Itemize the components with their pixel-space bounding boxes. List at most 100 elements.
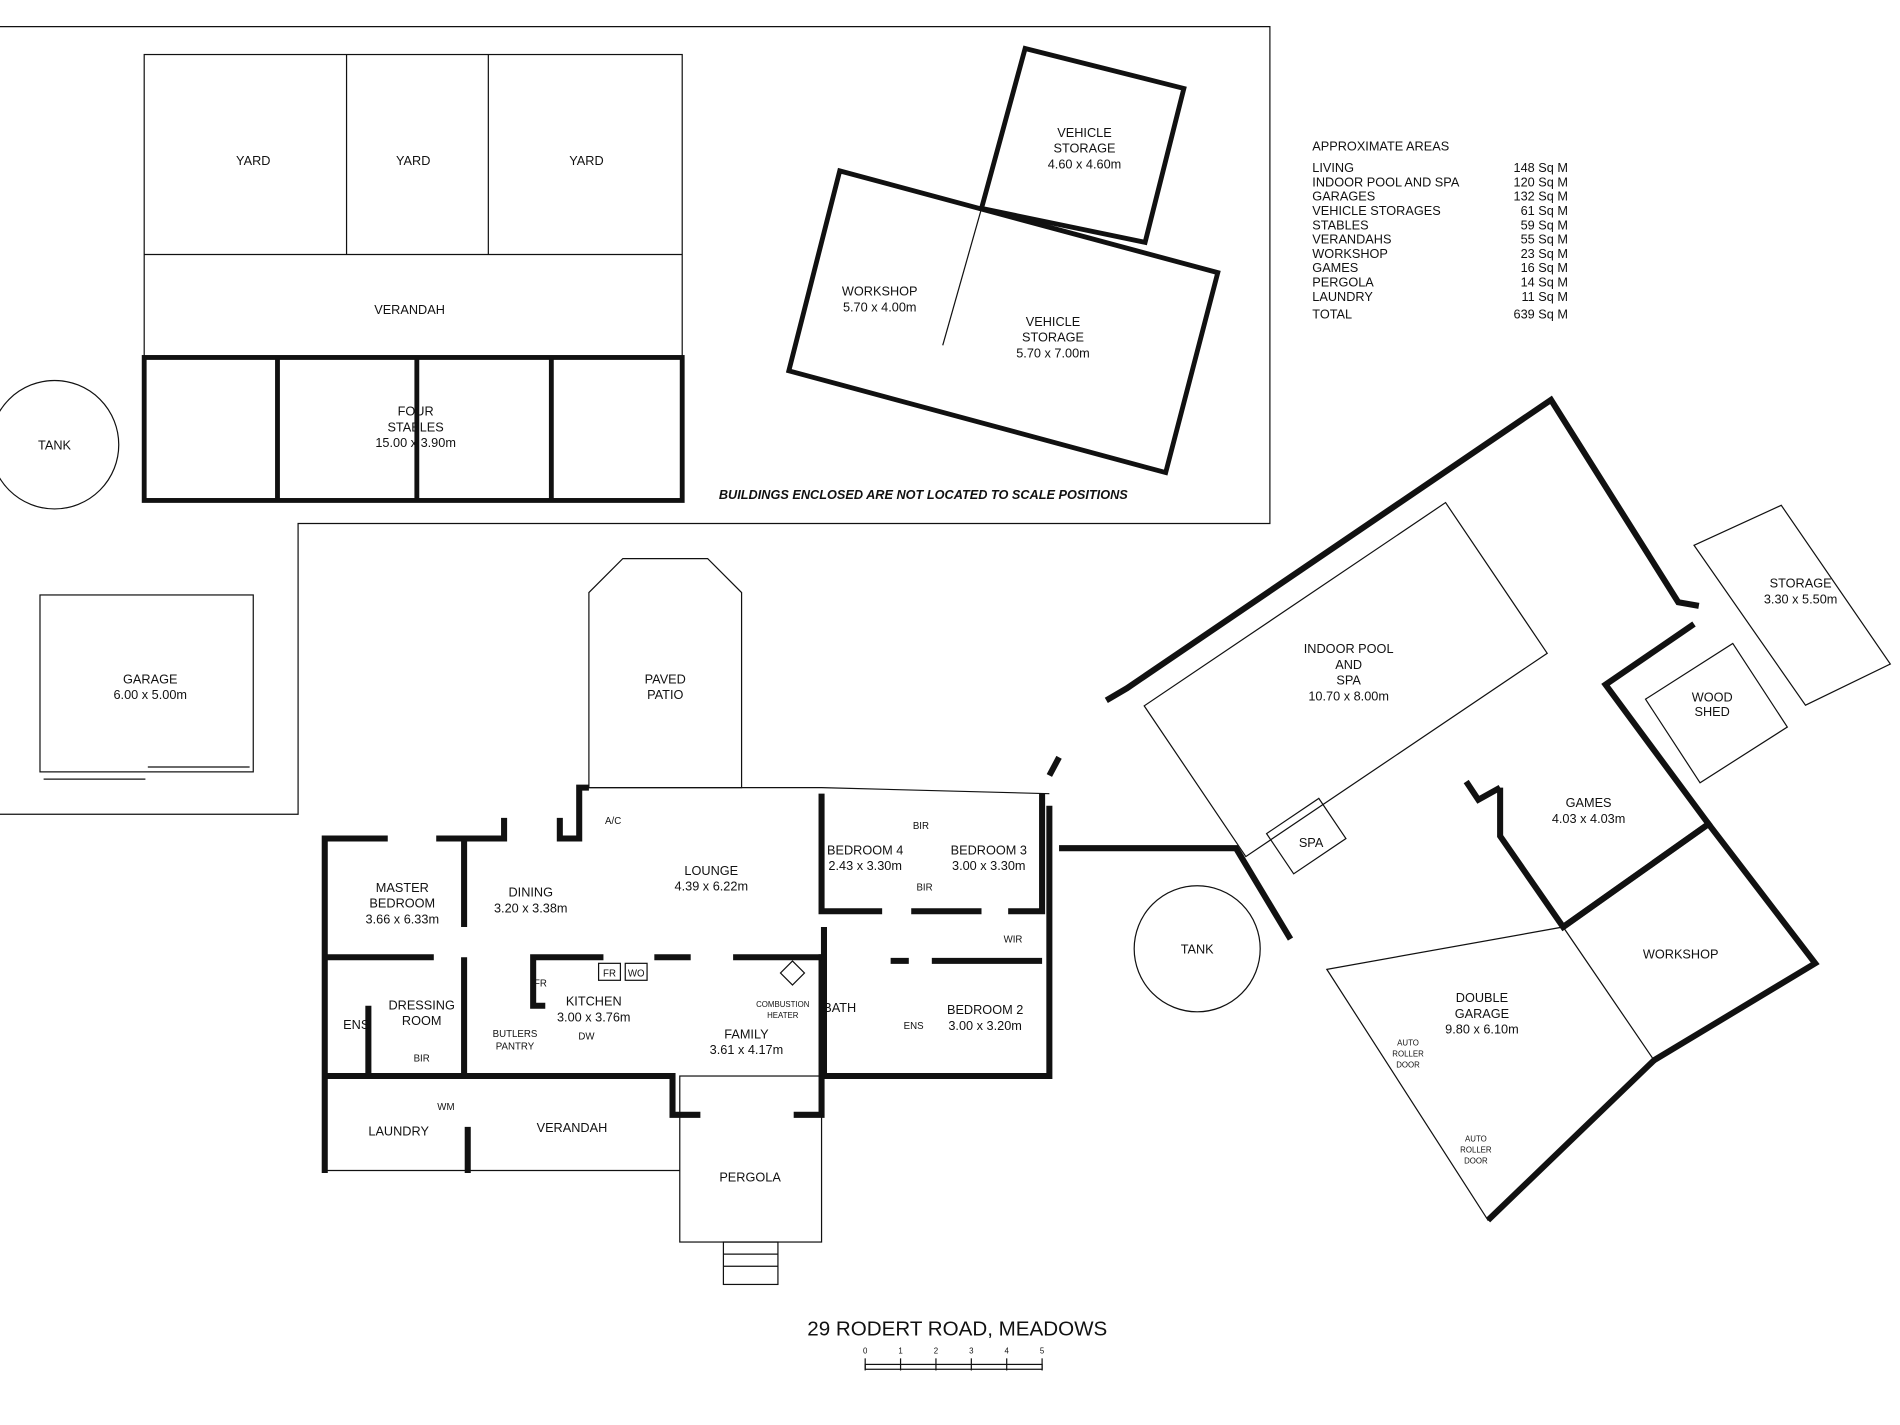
area-row-value: 148 Sq M (1514, 160, 1568, 175)
double-garage (1325, 926, 1655, 1222)
vehicle-storage-large (785, 167, 1221, 476)
pool-label: INDOOR POOL (1304, 641, 1394, 656)
roller-door-label: ROLLER (1392, 1050, 1424, 1059)
area-row-label: STABLES (1312, 217, 1368, 232)
vehicle-storage-label: VEHICLE (1057, 125, 1111, 140)
stables-label: FOUR (398, 404, 434, 419)
dining-label: DINING (508, 885, 553, 900)
area-total-value: 639 Sq M (1514, 307, 1568, 322)
scale-tick-label: 4 (1005, 1347, 1010, 1356)
kitchen-label: KITCHEN (566, 994, 622, 1009)
area-row-value: 16 Sq M (1521, 260, 1568, 275)
double-garage-label: GARAGE (1455, 1006, 1509, 1021)
heater-label: COMBUSTION (756, 1000, 810, 1009)
scale-tick-label: 3 (969, 1347, 974, 1356)
area-row-label: WORKSHOP (1312, 246, 1388, 261)
tank-label: TANK (38, 438, 71, 453)
bedroom-3-dims: 3.00 x 3.30m (952, 858, 1026, 873)
area-row-value: 14 Sq M (1521, 274, 1568, 289)
scale-bar-body (864, 1363, 1043, 1370)
verandah-label: VERANDAH (537, 1120, 608, 1135)
patio-label: PATIO (647, 687, 683, 702)
area-row-label: GAMES (1312, 260, 1358, 275)
garage (39, 594, 254, 773)
enclosure-outline (0, 26, 1271, 815)
roller-door-label: DOOR (1464, 1156, 1488, 1165)
laundry-label: LAUNDRY (368, 1123, 429, 1138)
lounge-dims: 4.39 x 6.22m (675, 879, 749, 894)
area-row-label: VERANDAHS (1312, 232, 1391, 247)
pergola-label: PERGOLA (719, 1169, 781, 1184)
fridge-label: FR (534, 978, 547, 989)
scale-note: BUILDINGS ENCLOSED ARE NOT LOCATED TO SC… (719, 487, 1128, 502)
games-dims: 4.03 x 4.03m (1552, 811, 1626, 826)
area-row-label: INDOOR POOL AND SPA (1312, 174, 1460, 189)
vehicle-storage-label: STORAGE (1054, 141, 1116, 156)
scale-tick-label: 0 (863, 1347, 868, 1356)
ac-label: A/C (605, 816, 621, 827)
ensuite-label: ENS (343, 1017, 369, 1032)
area-total-label: TOTAL (1312, 307, 1352, 322)
heater-label: HEATER (767, 1011, 799, 1020)
spa (1265, 797, 1347, 875)
fridge-label: FR (603, 969, 616, 980)
garage-label: GARAGE (123, 671, 177, 686)
double-garage-dims: 9.80 x 6.10m (1445, 1022, 1519, 1037)
workshop-label: WORKSHOP (1643, 946, 1719, 961)
wood-shed (1644, 642, 1789, 784)
roller-door-label: DOOR (1396, 1061, 1420, 1070)
double-garage-label: DOUBLE (1456, 990, 1508, 1005)
bedroom-4-label: BEDROOM 4 (827, 842, 903, 857)
storage-label: STORAGE (1770, 576, 1832, 591)
vehicle-storage-label: VEHICLE (1026, 314, 1080, 329)
pool (1143, 501, 1549, 858)
patio-label: PAVED (645, 671, 686, 686)
yard-label: YARD (396, 153, 430, 168)
storage (1693, 504, 1892, 707)
stables-label: STABLES (387, 419, 443, 434)
tank (0, 379, 120, 510)
address-title: 29 RODERT ROAD, MEADOWS (807, 1317, 1107, 1340)
stables-block (141, 53, 685, 503)
stables-dims: 15.00 x 3.90m (375, 435, 456, 450)
wood-shed-label: SHED (1695, 704, 1730, 719)
area-row-label: VEHICLE STORAGES (1312, 203, 1440, 218)
roller-door-label: AUTO (1465, 1134, 1487, 1143)
bir-label: BIR (414, 1053, 430, 1064)
dining-dims: 3.20 x 3.38m (494, 900, 568, 915)
kitchen-dims: 3.00 x 3.76m (557, 1009, 631, 1024)
areas-title: APPROXIMATE AREAS (1312, 138, 1449, 153)
roller-door-label: AUTO (1397, 1039, 1419, 1048)
lounge-label: LOUNGE (684, 863, 738, 878)
area-row-value: 59 Sq M (1521, 217, 1568, 232)
dressing-room-label: ROOM (402, 1013, 442, 1028)
vehicle-storage-label: STORAGE (1022, 330, 1084, 345)
verandah-label: VERANDAH (374, 302, 445, 317)
ensuite-label: ENS (904, 1021, 924, 1032)
area-row-value: 132 Sq M (1514, 189, 1568, 204)
master-bedroom-dims: 3.66 x 6.33m (366, 911, 440, 926)
wir-label: WIR (1004, 935, 1023, 946)
area-row-value: 120 Sq M (1514, 174, 1568, 189)
washing-machine-label: WM (437, 1102, 454, 1113)
family-label: FAMILY (724, 1026, 769, 1041)
bir-label: BIR (916, 883, 932, 894)
scale-tick-label: 2 (934, 1347, 938, 1356)
butlers-pantry-label: BUTLERS (493, 1029, 538, 1040)
roller-door-label: ROLLER (1460, 1145, 1492, 1154)
area-row-value: 61 Sq M (1521, 203, 1568, 218)
wood-shed-label: WOOD (1692, 690, 1733, 705)
bedroom-4-dims: 2.43 x 3.30m (828, 858, 902, 873)
bedroom-3-label: BEDROOM 3 (951, 842, 1027, 857)
yard-label: YARD (236, 153, 270, 168)
area-row-label: LAUNDRY (1312, 289, 1373, 304)
vehicle-storage-dims: 4.60 x 4.60m (1048, 156, 1122, 171)
tank (1133, 885, 1261, 1013)
dressing-room-label: DRESSING (388, 997, 454, 1012)
pool-label: AND (1335, 657, 1362, 672)
house-walls (321, 784, 1053, 1173)
vehicle-storage-small (978, 45, 1187, 246)
